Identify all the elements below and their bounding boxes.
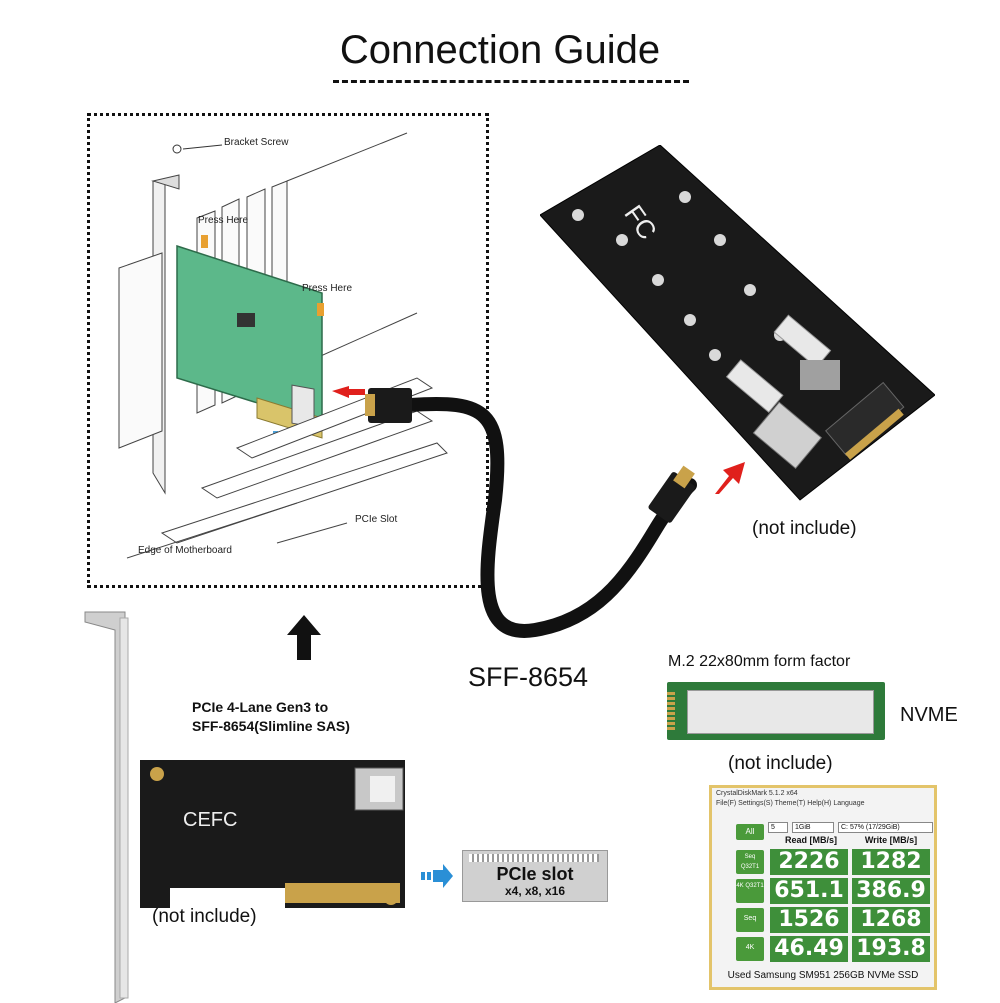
- press-here-label-1: Press Here: [198, 215, 249, 226]
- benchmark-footer: Used Samsung SM951 256GB NVMe SSD: [727, 970, 919, 981]
- motherboard-edge-label: Edge of Motherboard: [138, 545, 232, 556]
- read-header: Read [MB/s]: [784, 835, 837, 845]
- write-header: Write [MB/s]: [864, 835, 918, 845]
- ssd-edge-contacts: [667, 692, 675, 730]
- write-value: 386.9: [852, 878, 930, 904]
- read-value: 1526: [770, 907, 848, 933]
- press-here-label-2: Press Here: [302, 283, 353, 294]
- pcie-slot-badge-label: PCIe slot: [496, 864, 574, 884]
- pcie-adapter-card: CEFC: [84, 611, 405, 1003]
- pcie-slot-label: PCIe Slot: [355, 514, 398, 525]
- blue-arrow-icon: [421, 864, 453, 888]
- write-value: 193.8: [852, 936, 930, 962]
- benchmark-all-button[interactable]: All: [736, 824, 764, 840]
- up-arrow-icon: [287, 615, 321, 660]
- benchmark-menu-bar[interactable]: File(F) Settings(S) Theme(T) Help(H) Lan…: [716, 800, 865, 807]
- ssd-not-include: (not include): [728, 753, 833, 774]
- benchmark-window-title: CrystalDiskMark 5.1.2 x64: [716, 790, 798, 797]
- benchmark-window: CrystalDiskMark 5.1.2 x64 File(F) Settin…: [709, 785, 937, 990]
- benchmark-size-select[interactable]: 1GiB: [792, 822, 834, 833]
- write-value: 1282: [852, 849, 930, 875]
- m2-adapter-board: FC: [540, 145, 935, 501]
- read-value: 46.49: [770, 936, 848, 962]
- benchmark-row-label[interactable]: Seq: [736, 908, 764, 932]
- pcie-slot-badge-sizes: x4, x8, x16: [504, 884, 566, 898]
- slot-pins: [469, 854, 599, 862]
- benchmark-row-label[interactable]: 4K: [736, 937, 764, 961]
- bracket-screw-label: Bracket Screw: [224, 137, 289, 148]
- ssd-type: NVME: [900, 704, 958, 726]
- ssd-label-sticker: [687, 690, 874, 734]
- benchmark-count-select[interactable]: 5: [768, 822, 788, 833]
- red-arrow-icon: [715, 462, 745, 494]
- svg-text:CEFC: CEFC: [183, 809, 237, 831]
- benchmark-row-label[interactable]: 4K Q32T1: [736, 879, 764, 903]
- m2-board-not-include: (not include): [752, 518, 857, 539]
- read-value: 651.1: [770, 878, 848, 904]
- installation-diagram-frame: [87, 113, 489, 588]
- write-value: 1268: [852, 907, 930, 933]
- read-value: 2226: [770, 849, 848, 875]
- adapter-title-line1: PCIe 4-Lane Gen3 to: [192, 699, 329, 715]
- pcie-slot-badge: PCIe slot x4, x8, x16: [462, 850, 608, 902]
- cable-label: SFF-8654: [468, 662, 589, 692]
- ssd-form-factor: M.2 22x80mm form factor: [668, 653, 851, 670]
- title-underline: [333, 80, 689, 83]
- benchmark-row-label[interactable]: Seq Q32T1: [736, 850, 764, 874]
- adapter-title-line2: SFF-8654(Slimline SAS): [192, 718, 350, 734]
- benchmark-drive-select[interactable]: C: 57% (17/29GiB): [838, 822, 933, 833]
- adapter-not-include: (not include): [152, 906, 257, 927]
- sff-8654-cable: [365, 388, 697, 638]
- installation-illustration: [118, 132, 448, 559]
- ssd-module: [667, 682, 885, 740]
- page-title: Connection Guide: [339, 28, 661, 72]
